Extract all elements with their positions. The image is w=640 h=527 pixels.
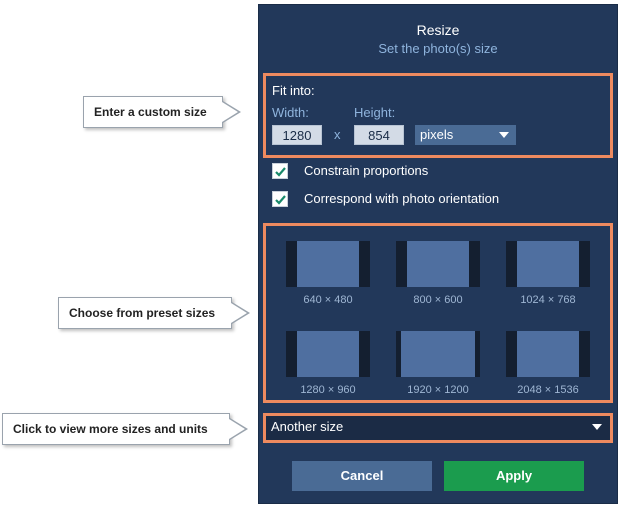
preset-thumbnail <box>407 241 469 287</box>
preset-thumbnail <box>517 331 579 377</box>
fit-into-label: Fit into: <box>272 83 315 98</box>
another-size-highlight <box>263 413 613 443</box>
preset-label: 1280 × 960 <box>300 384 356 396</box>
preset-thumbnail <box>517 241 579 287</box>
callout-pointer-fill <box>229 419 245 439</box>
checkmark-icon <box>275 195 286 205</box>
unit-select[interactable]: pixels <box>415 125 516 145</box>
preset-sizes-highlight <box>263 223 613 403</box>
callout-pointer-fill <box>222 102 238 122</box>
photo-orientation-label: Correspond with photo orientation <box>304 191 500 206</box>
callout-more-sizes-text: Click to view more sizes and units <box>13 422 208 436</box>
preset-640x480[interactable] <box>286 241 370 287</box>
custom-size-highlight <box>263 73 613 158</box>
dialog-title: Resize <box>416 22 460 38</box>
preset-1920x1200[interactable] <box>396 331 480 377</box>
preset-thumbnail <box>401 331 475 377</box>
callout-custom-size: Enter a custom size <box>83 96 241 128</box>
preset-label: 2048 × 1536 <box>517 384 579 396</box>
height-label: Height: <box>354 105 396 120</box>
preset-label: 800 × 600 <box>413 294 463 306</box>
constrain-proportions-checkbox[interactable] <box>272 163 288 179</box>
preset-label: 1024 × 768 <box>520 294 576 306</box>
width-input[interactable]: 1280 <box>272 125 322 145</box>
width-label: Width: <box>272 105 309 120</box>
callout-more-sizes: Click to view more sizes and units <box>2 413 248 445</box>
dialog-subtitle: Set the photo(s) size <box>378 41 498 56</box>
unit-select-value: pixels <box>420 127 454 142</box>
callout-preset-sizes-text: Choose from preset sizes <box>69 306 216 320</box>
apply-button[interactable]: Apply <box>444 461 584 491</box>
times-sign: x <box>334 127 341 142</box>
preset-label: 640 × 480 <box>303 294 353 306</box>
constrain-proportions-label: Constrain proportions <box>304 163 429 178</box>
height-input[interactable]: 854 <box>354 125 404 145</box>
chevron-down-icon <box>499 132 509 138</box>
checkmark-icon <box>275 167 286 177</box>
callout-preset-sizes: Choose from preset sizes <box>58 297 250 329</box>
another-size-dropdown[interactable]: Another size <box>266 416 610 440</box>
preset-thumbnail <box>297 331 359 377</box>
cancel-button[interactable]: Cancel <box>292 461 432 491</box>
preset-1280x960[interactable] <box>286 331 370 377</box>
preset-800x600[interactable] <box>396 241 480 287</box>
another-size-label: Another size <box>271 419 344 434</box>
photo-orientation-checkbox[interactable] <box>272 191 288 207</box>
preset-thumbnail <box>297 241 359 287</box>
preset-1024x768[interactable] <box>506 241 590 287</box>
preset-label: 1920 × 1200 <box>407 384 469 396</box>
callout-pointer-fill <box>231 303 247 323</box>
preset-2048x1536[interactable] <box>506 331 590 377</box>
chevron-down-icon <box>592 424 602 430</box>
callout-custom-size-text: Enter a custom size <box>94 105 207 119</box>
